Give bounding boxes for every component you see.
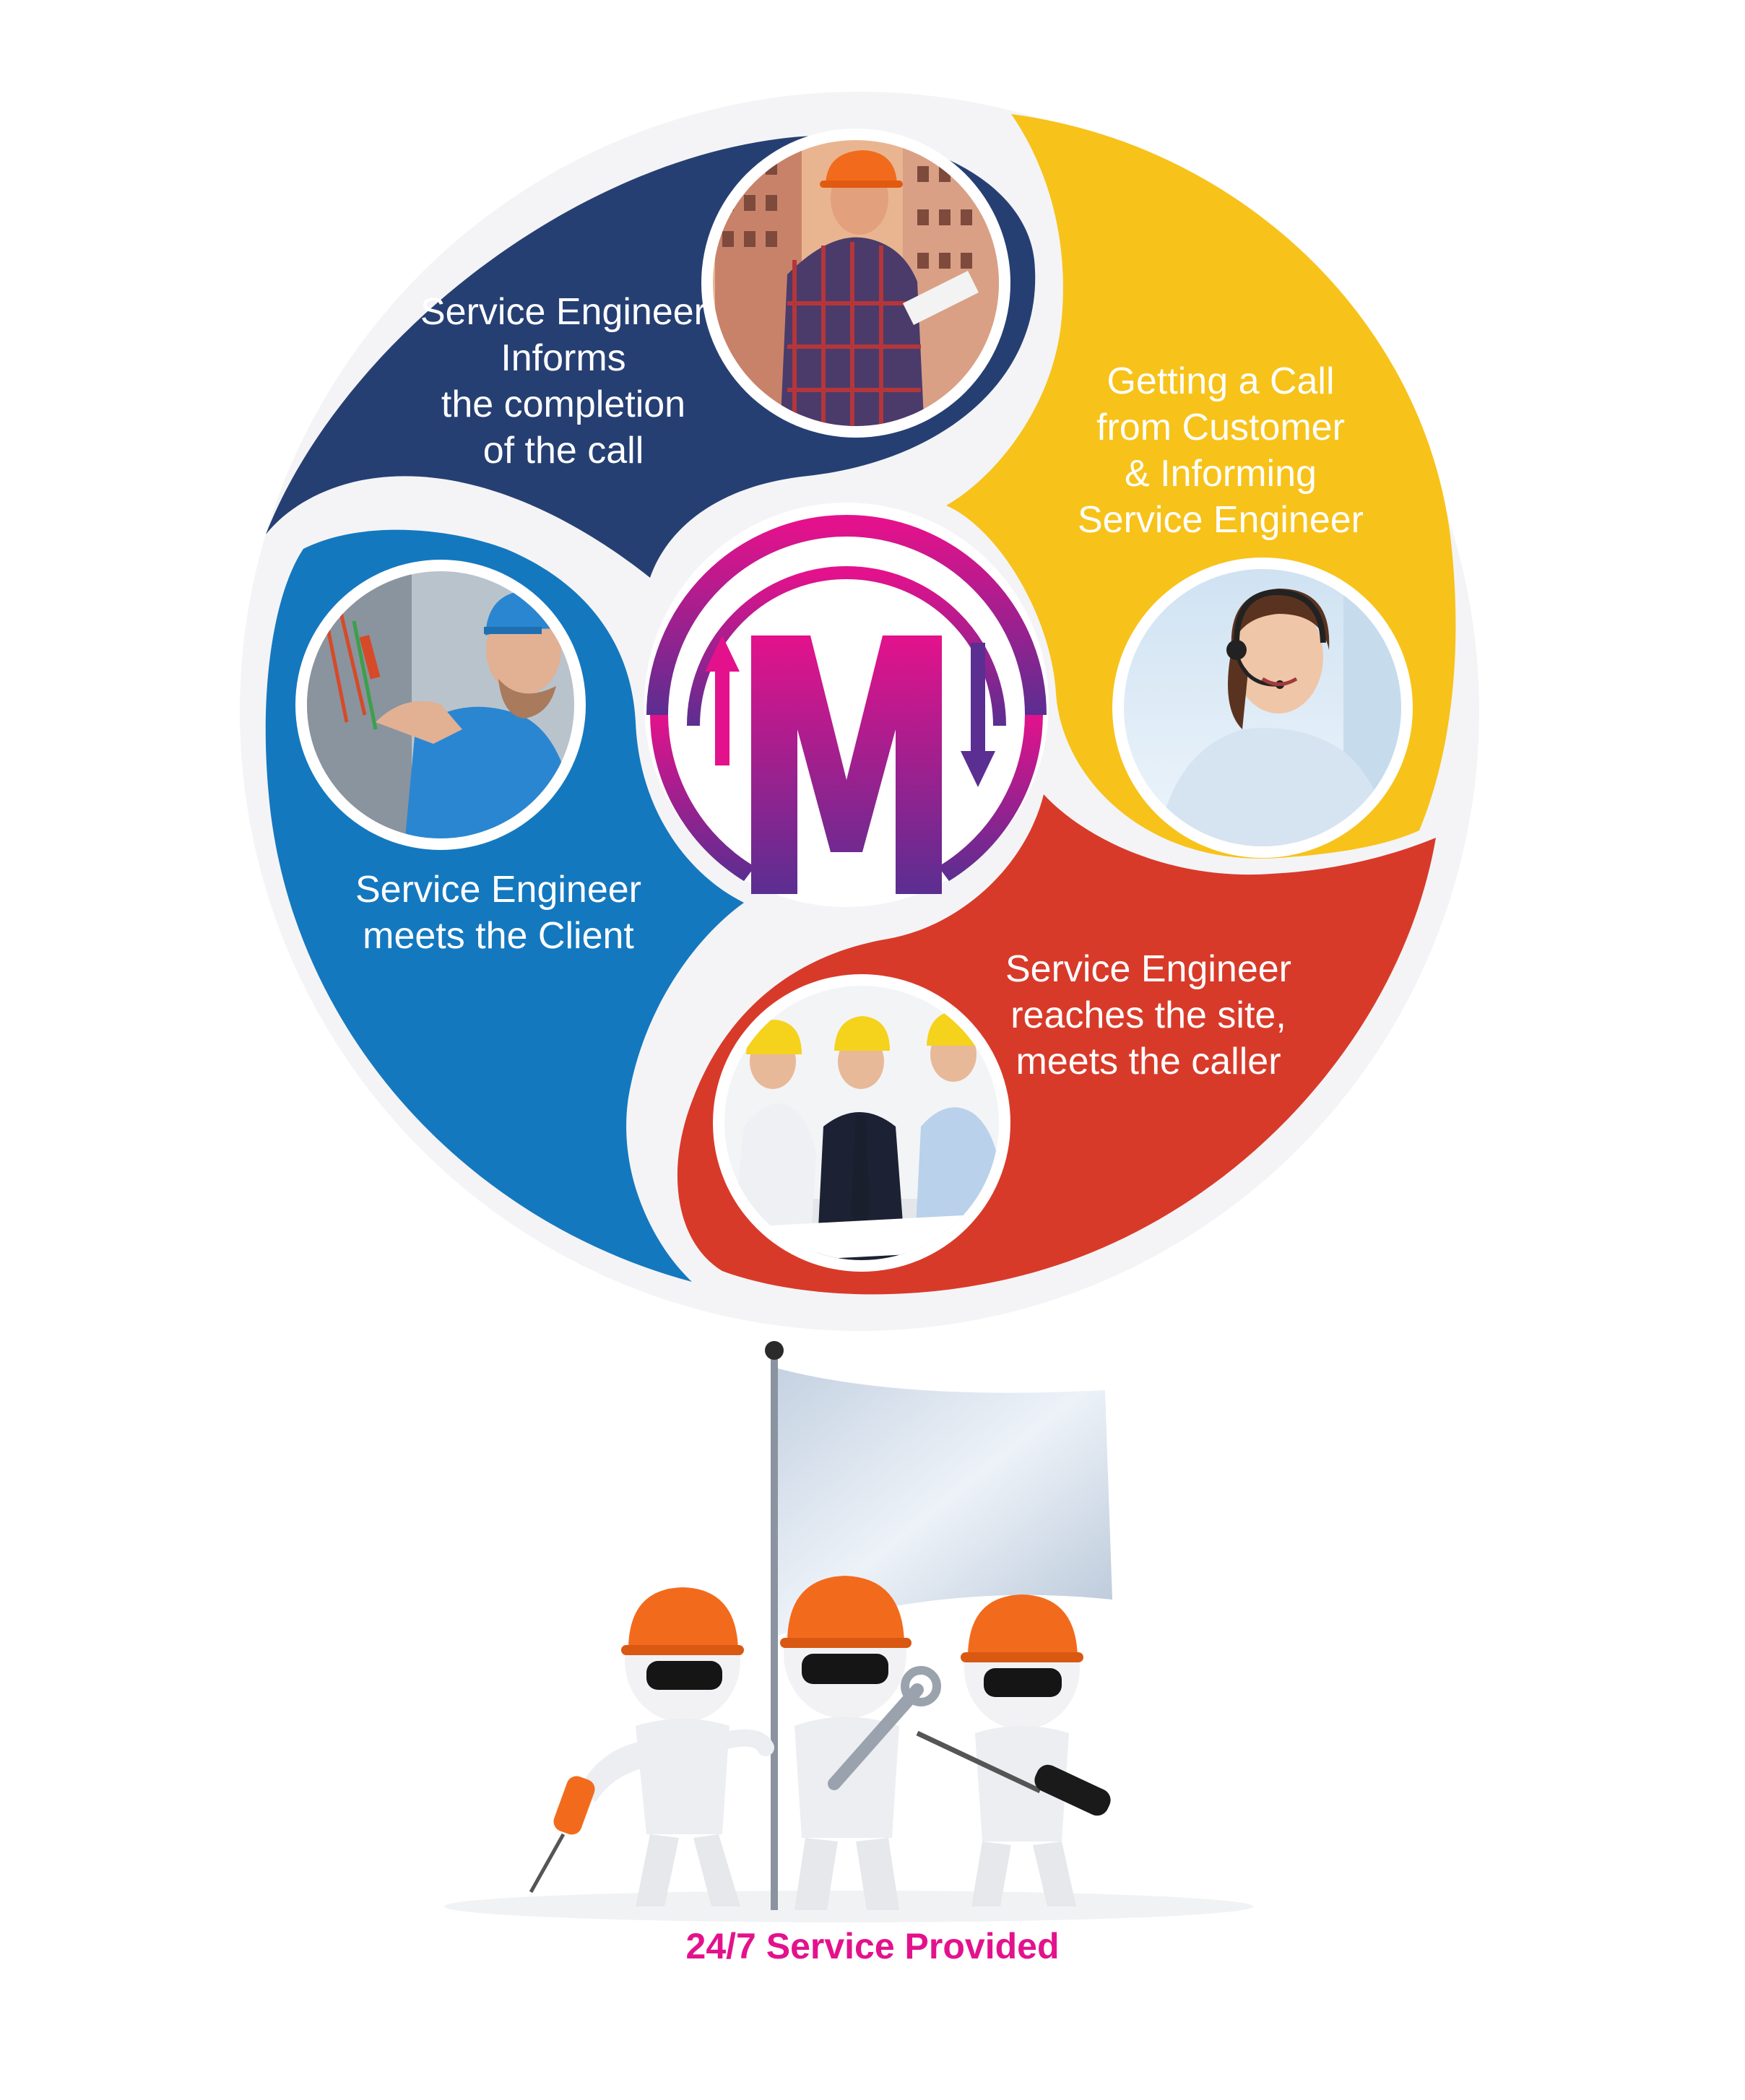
worker-figure-middle [780,1576,941,1910]
step-1-line-2: from Customer [1096,407,1345,448]
step-3-line-1: Service Engineer [355,869,641,911]
electrician-photo [307,571,574,838]
step-label-reaches-site: Service Engineer reaches the site, meets… [968,946,1329,1085]
step-1-line-3: & Informing [1125,453,1317,495]
step-4-line-4: of the call [482,430,644,472]
step-2-line-2: reaches the site, [1010,994,1286,1036]
step-2-line-3: meets the caller [1016,1041,1281,1082]
step-1-line-4: Service Engineer [1078,499,1364,541]
step-4-line-3: the completion [441,383,686,425]
worker-figure-left [529,1587,774,1906]
step-2-line-1: Service Engineer [1005,948,1291,990]
workers-flag-illustration [444,1341,1253,1922]
step-label-getting-call: Getting a Call from Customer & Informing… [1040,358,1401,543]
worker-figure-right [916,1594,1111,1906]
step-label-meets-client: Service Engineer meets the Client [311,867,686,959]
step-label-informs-completion: Service Engineer Informs the completion … [376,289,751,474]
step-4-line-2: Informs [501,337,626,379]
center-logo [644,503,1049,907]
step-3-line-2: meets the Client [363,915,634,957]
footer-service-text: 24/7 Service Provided [685,1926,1060,1966]
step-1-line-1: Getting a Call [1107,360,1335,402]
step-4-line-1: Service Engineer [420,291,706,333]
